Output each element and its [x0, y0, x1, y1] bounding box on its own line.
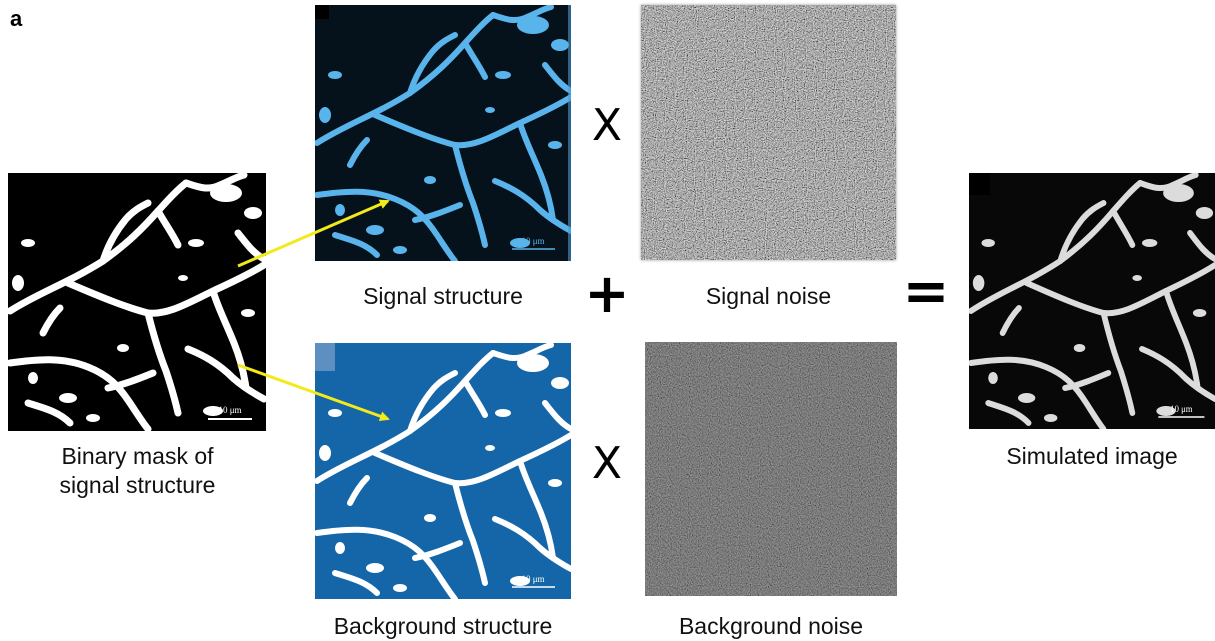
multiply-operator-top: X — [591, 100, 623, 151]
equals-operator: = — [902, 259, 950, 324]
arrow-to-signal-structure — [237, 199, 390, 268]
mask-scale-label: 10 μm — [218, 405, 241, 415]
signal-structure-scale-label: 10 μm — [521, 236, 544, 246]
mask-label-line1: Binary mask of — [61, 443, 214, 469]
simulated-scale-label: 10 μm — [1170, 404, 1192, 414]
mask-label-line2: signal structure — [59, 472, 216, 498]
binary-mask-image: 10 μm — [8, 173, 266, 431]
background-structure-label: Background structure — [333, 613, 553, 639]
signal-structure-label: Signal structure — [363, 283, 523, 309]
signal-noise-label: Signal noise — [705, 283, 832, 309]
signal-noise-image — [641, 5, 896, 260]
plus-operator: + — [584, 262, 630, 325]
background-structure-image: 10 μm — [315, 343, 571, 599]
background-noise-image — [645, 342, 897, 596]
mask-label: Binary mask of signal structure — [0, 442, 275, 500]
simulated-image: 10 μm — [969, 173, 1215, 429]
arrow-to-background-structure — [237, 363, 390, 421]
background-structure-scale-label: 10 μm — [521, 574, 544, 584]
background-noise-label: Background noise — [678, 613, 864, 639]
panel-letter: a — [10, 6, 23, 31]
simulated-label: Simulated image — [1006, 443, 1178, 469]
multiply-operator-bottom: X — [591, 438, 623, 489]
signal-structure-image: 10 μm — [315, 5, 571, 261]
